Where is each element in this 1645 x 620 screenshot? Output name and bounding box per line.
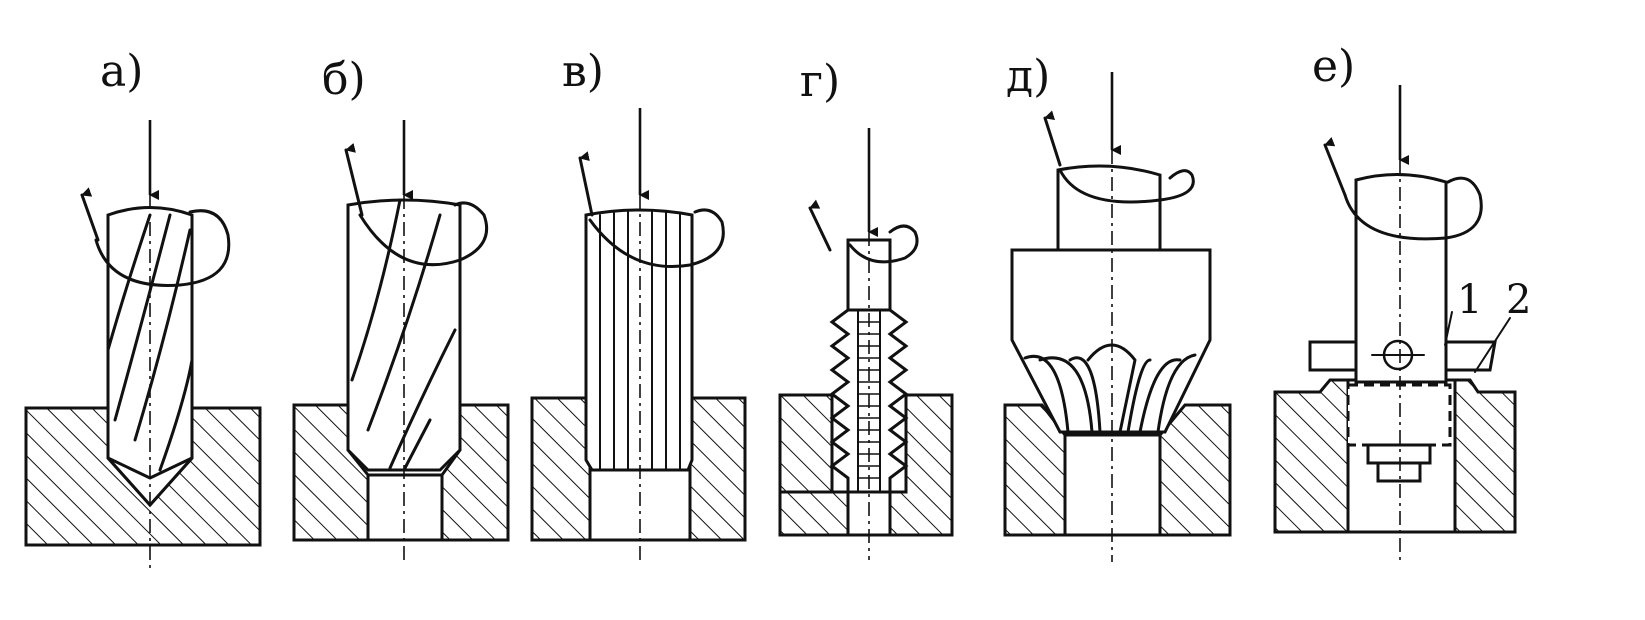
- label-panel-a: а): [100, 46, 144, 97]
- label-panel-b: б): [322, 54, 366, 105]
- panel-g-tapping: [778, 128, 954, 560]
- panel-v-reaming: [530, 108, 747, 565]
- spotfacer-e: [1354, 173, 1448, 384]
- label-panel-e: е): [1312, 41, 1356, 92]
- panel-d-countersinking: [1003, 72, 1232, 562]
- label-panel-v: в): [562, 46, 604, 97]
- callout-1: 1: [1457, 277, 1483, 323]
- reamer-v: [584, 208, 694, 472]
- label-panel-d: д): [1006, 51, 1051, 102]
- panel-e-spotfacing: [1273, 85, 1517, 560]
- callout-2: 2: [1506, 277, 1532, 323]
- panel-b-core-drilling: [292, 120, 510, 565]
- label-panel-g: г): [800, 56, 841, 107]
- panel-a-drilling: [24, 120, 262, 570]
